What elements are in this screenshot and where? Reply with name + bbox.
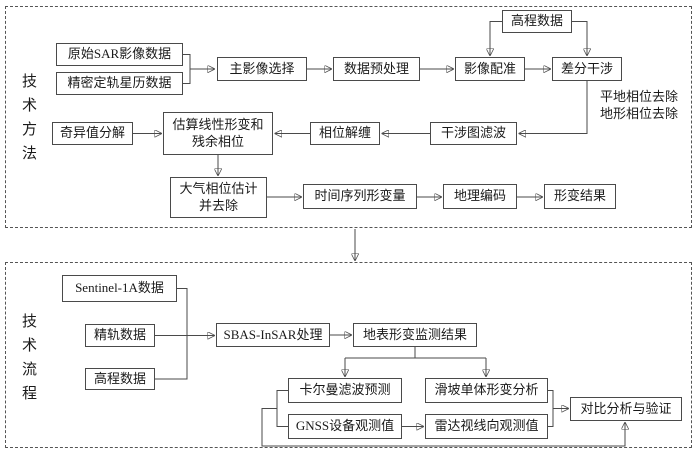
node-estimate-linear-deformation: 估算线性形变和 残余相位: [163, 112, 273, 155]
node-singular-value-decomposition: 奇异值分解: [52, 122, 133, 145]
annotation-phase-removal: 平地相位去除 地形相位去除: [600, 88, 678, 122]
connector-bracket-left: [276, 390, 288, 427]
node-image-coregistration: 影像配准: [455, 57, 525, 81]
node-phase-unwrapping: 相位解缠: [310, 122, 380, 145]
node-deformation-result: 形变结果: [544, 184, 616, 209]
node-comparison-analysis-validation: 对比分析与验证: [570, 397, 682, 421]
node-radar-los-observations: 雷达视线向观测值: [425, 414, 548, 439]
node-precise-orbit-ephemeris: 精密定轨星历数据: [56, 72, 183, 95]
node-time-series-deformation: 时间序列形变量: [303, 184, 417, 209]
connector-dem-coreg: [490, 21, 502, 56]
connector-bracket-datasets: [155, 288, 188, 380]
node-master-image-selection: 主影像选择: [217, 57, 307, 81]
node-atmospheric-phase-removal: 大气相位估计 并去除: [170, 177, 267, 218]
node-sbas-insar-processing: SBAS-InSAR处理: [216, 323, 330, 347]
connector-bracket-inputs: [183, 54, 191, 84]
node-surface-deformation-monitoring-result: 地表形变监测结果: [353, 323, 477, 347]
node-data-preprocessing: 数据预处理: [333, 57, 420, 81]
node-gnss-observations: GNSS设备观测值: [288, 414, 402, 439]
node-interferogram-filtering: 干涉图滤波: [430, 122, 517, 145]
node-geocoding: 地理编码: [443, 184, 517, 209]
node-landslide-deformation-analysis: 滑坡单体形变分析: [425, 378, 548, 403]
connector-bracket-right: [548, 390, 554, 427]
node-sentinel-1a-data: Sentinel-1A数据: [62, 275, 177, 302]
node-dem-data-top: 高程数据: [502, 10, 572, 33]
annotation-topo-phase: 地形相位去除: [600, 106, 679, 121]
annotation-flat-phase: 平地相位去除: [600, 89, 679, 104]
side-label-technical-method: 技术方法: [20, 73, 36, 169]
node-precise-orbit-data: 精轨数据: [85, 324, 155, 347]
connector-dem-diff: [572, 21, 587, 56]
connector-loop-compare: [261, 408, 625, 447]
side-label-technical-process: 技术流程: [20, 313, 36, 409]
panel-technical-method: [5, 6, 692, 228]
node-dem-data-bottom: 高程数据: [85, 368, 155, 390]
node-kalman-filter-prediction: 卡尔曼滤波预测: [288, 378, 402, 403]
connector-diff-filter: [520, 81, 588, 134]
panel-technical-process: [5, 262, 692, 448]
node-differential-interferometry: 差分干涉: [552, 57, 622, 81]
node-raw-sar-data: 原始SAR影像数据: [56, 43, 183, 66]
